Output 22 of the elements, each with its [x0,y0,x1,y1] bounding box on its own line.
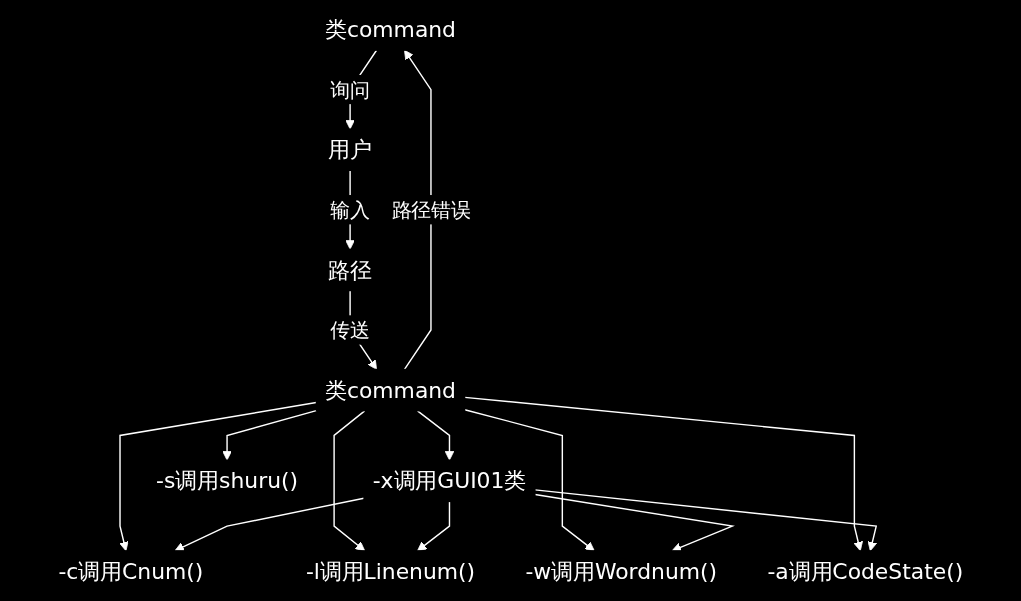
node-text: 用户 [327,136,372,163]
edge-label: 传送 [330,318,370,342]
arrow [118,401,317,552]
arrow [403,49,432,371]
arrow [463,396,863,552]
arrow [463,409,595,552]
node-text: -w调用Wordnum() [525,558,717,585]
node-text: 类command [324,376,456,404]
node-text: -x调用GUI01类 [372,467,526,494]
node-text: -a调用CodeState() [767,558,963,585]
arrow [221,410,317,461]
node-text: 路径 [327,256,372,284]
node-text: 类command [324,16,456,43]
arrow [333,410,366,552]
node-text: -s调用shuru() [155,467,298,494]
arrow [416,500,450,552]
edge-label: 路径错误 [391,198,470,222]
edge-label: 输入 [330,198,370,222]
node-text: -l调用Linenum() [305,558,475,585]
edge-label: 询问 [330,78,370,102]
node-text: -c调用Cnum() [58,558,204,585]
arrow [416,410,454,461]
